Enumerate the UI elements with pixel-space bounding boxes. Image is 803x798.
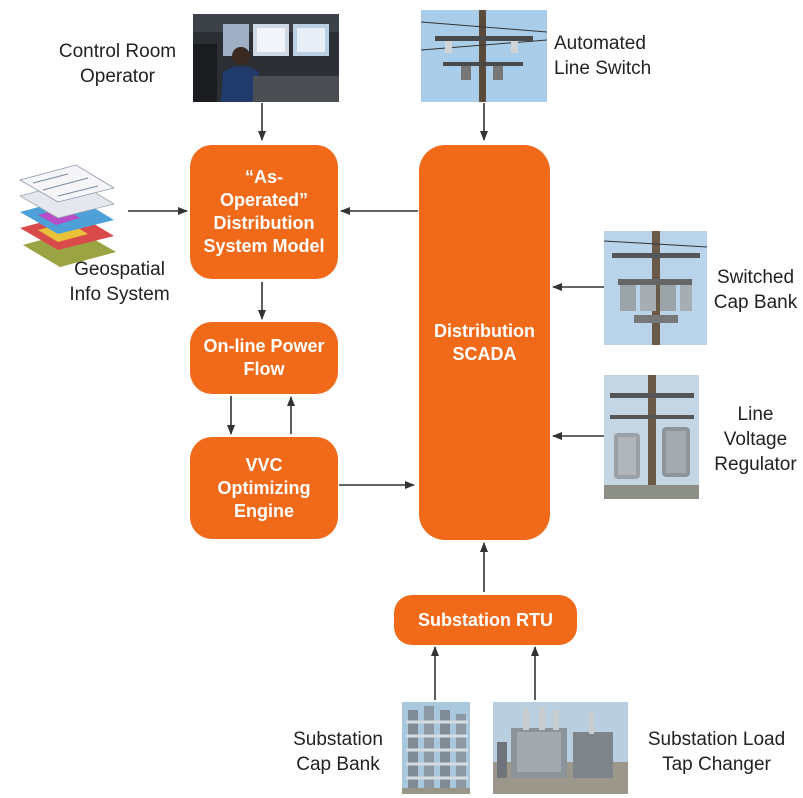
label-line-voltage-regulator: Line Voltage Regulator [714,404,797,475]
gis-layers-icon [8,150,128,268]
distribution-scada-box: Distribution SCADA [419,145,550,540]
label-automated-line-switch: Automated Line Switch [554,33,652,79]
tap-changer-photo [493,702,628,794]
control-room-photo [193,14,339,102]
vvc-optimizing-engine-box: VVC Optimizing Engine [190,437,338,539]
label-substation-load-tap-changer: Substation Load Tap Changer [647,729,786,775]
label-switched-cap-bank: Switched Cap Bank [713,267,798,313]
regulator-photo [604,375,699,499]
substation-rtu-box: Substation RTU [394,595,577,645]
label-substation-cap-bank: Substation Cap Bank [293,729,383,775]
line-switch-photo [421,10,547,102]
label-geospatial-info-system: Geospatial Info System [69,259,170,305]
cap-bank-photo [604,231,707,345]
as-operated-model-box: “As- Operated” Distribution System Model [190,145,338,279]
substation-cap-bank-photo [402,702,470,794]
label-control-room-operator: Control Room Operator [58,41,177,87]
online-power-flow-box: On-line Power Flow [190,322,338,394]
